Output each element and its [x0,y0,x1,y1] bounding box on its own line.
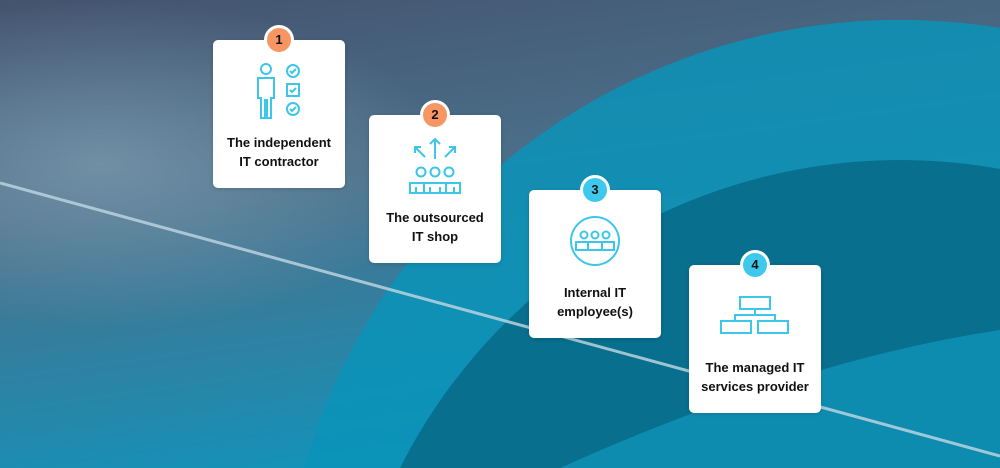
step-card-3: 3 Internal IT employee(s) [529,175,661,338]
person-checklist-icon [213,62,345,120]
label-line: The outsourced [386,210,484,225]
org-chart-icon [689,287,821,345]
team-circle-icon [529,212,661,270]
label-line: The independent [227,135,331,150]
step-label: The managed IT services provider [693,358,817,396]
step-number-badge: 1 [264,25,294,55]
step-card-2: 2 The outsourced IT shop [369,100,501,263]
step-number-badge: 3 [580,175,610,205]
step-label: The independent IT contractor [217,133,341,171]
label-line: IT contractor [239,154,319,169]
label-line: Internal IT [563,285,627,300]
step-number-badge: 4 [740,250,770,280]
label-line: IT shop [411,229,459,244]
step-number-badge: 2 [420,100,450,130]
step-card-4: 4 The managed IT services provider [689,250,821,413]
label-line: employee(s) [557,304,633,319]
label-line: The managed IT [705,360,805,375]
team-outward-arrows-icon [369,137,501,195]
step-card-1: 1 The independent IT contractor [213,25,345,188]
label-line: services provider [701,379,809,394]
step-label: The outsourced IT shop [373,208,497,246]
step-label: Internal IT employee(s) [533,283,657,321]
